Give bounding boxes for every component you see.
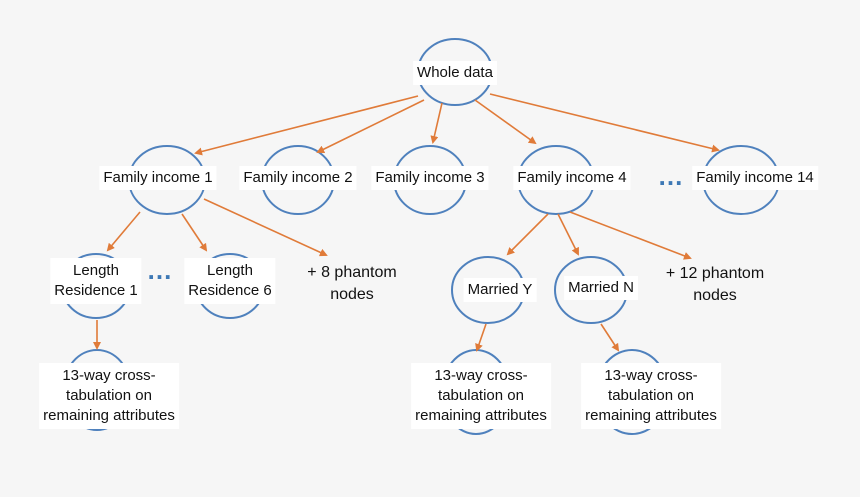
- node-label-fi14: Family income 14: [692, 166, 818, 190]
- edge-my-ct2: [475, 323, 487, 352]
- node-label-fi2: Family income 2: [239, 166, 357, 190]
- ellipsis-family-income: …: [657, 161, 685, 191]
- edge-fi1-lr1: [106, 211, 141, 252]
- edge-fi4-my: [506, 213, 549, 256]
- ellipsis-length-residence: …: [146, 255, 174, 285]
- node-label-phantom12: + 12 phantom nodes: [665, 265, 765, 304]
- edge-fi1-lr6: [181, 213, 208, 252]
- node-label-ct2: 13-way cross- tabulation on remaining at…: [411, 363, 551, 429]
- edge-root-fi1: [194, 95, 419, 156]
- node-label-ct3: 13-way cross- tabulation on remaining at…: [581, 363, 721, 429]
- node-label-fi3: Family income 3: [371, 166, 489, 190]
- node-label-root: Whole data: [413, 61, 497, 85]
- edge-fi1-phantom8: [203, 198, 328, 257]
- edge-root-fi4: [474, 99, 537, 145]
- edge-mn-ct3: [600, 323, 620, 352]
- node-label-my: Married Y: [463, 278, 537, 302]
- node-label-phantom8: + 8 phantom nodes: [307, 264, 397, 303]
- edge-root-fi3: [430, 102, 443, 144]
- node-label-mn: Married N: [564, 276, 638, 300]
- node-label-lr1: Length Residence 1: [50, 258, 142, 304]
- node-label-fi4: Family income 4: [513, 166, 631, 190]
- edge-fi4-mn: [557, 213, 579, 256]
- edge-fi4-phantom12: [569, 211, 692, 260]
- node-label-fi1: Family income 1: [99, 166, 217, 190]
- edge-root-fi2: [316, 99, 425, 153]
- edge-root-fi14: [489, 93, 720, 153]
- node-label-ct1: 13-way cross- tabulation on remaining at…: [39, 363, 179, 429]
- node-label-lr6: Length Residence 6: [184, 258, 276, 304]
